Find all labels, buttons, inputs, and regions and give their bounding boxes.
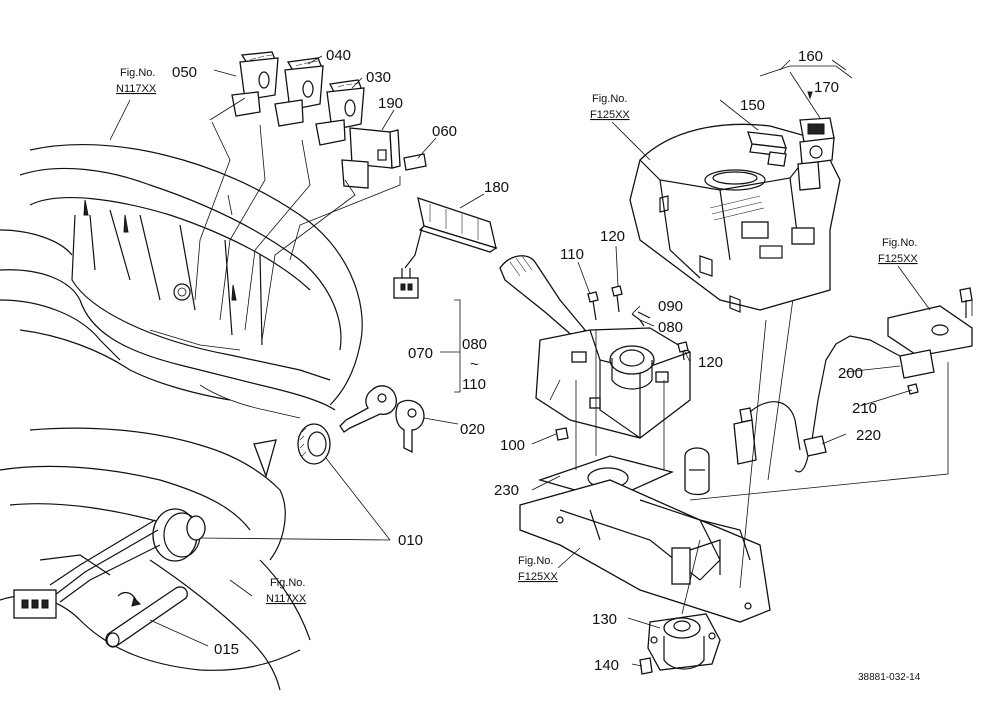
fig-ref-panel-top: N117XX <box>116 83 157 95</box>
label-010: 010 <box>398 532 423 549</box>
label-100: 100 <box>500 437 525 454</box>
wire-bracket-200 <box>794 287 973 473</box>
label-070: 070 <box>408 345 433 362</box>
screws-110-120 <box>555 285 689 441</box>
switch-170 <box>797 91 835 191</box>
drawing-code: 38881-032-14 <box>858 672 921 683</box>
label-180: 180 <box>484 179 509 196</box>
switch-190 <box>341 127 401 189</box>
switch-socket <box>684 447 710 496</box>
switch-050 <box>231 51 279 117</box>
label-090: 090 <box>658 298 683 315</box>
label-range-separator: ~ <box>470 356 479 373</box>
label-050: 050 <box>172 64 197 81</box>
fig-label-cover: Fig.No. <box>592 93 627 105</box>
label-120-top: 120 <box>600 228 625 245</box>
label-200: 200 <box>838 365 863 382</box>
label-110-top: 110 <box>560 246 584 263</box>
fig-ref-frame: F125XX <box>518 571 558 583</box>
assembly-lines-upper <box>194 97 401 341</box>
base-frame <box>519 479 771 623</box>
lever-assembly <box>499 255 691 439</box>
part-labels: 050 040 030 190 060 180 020 010 015 110 … <box>172 47 881 674</box>
callout-leaders <box>109 55 931 667</box>
label-150: 150 <box>740 97 765 114</box>
fig-label-lower-left: Fig.No. <box>270 577 305 589</box>
dashboard-panel <box>0 144 363 419</box>
clip-060 <box>403 153 427 171</box>
fig-ref-right: F125XX <box>878 253 918 265</box>
label-080-range: 080 <box>462 336 487 353</box>
switch-030 <box>315 79 365 146</box>
keys-020 <box>339 385 425 454</box>
ignition-switch <box>13 508 206 619</box>
label-230: 230 <box>494 482 519 499</box>
label-210: 210 <box>852 400 877 417</box>
plug-150 <box>747 131 787 167</box>
fig-ref-lower-left: N117XX <box>266 593 307 605</box>
label-160: 160 <box>798 48 823 65</box>
plug-connector <box>733 401 801 465</box>
fig-label-frame: Fig.No. <box>518 555 553 567</box>
label-190: 190 <box>378 95 403 112</box>
fig-ref-cover: F125XX <box>590 109 630 121</box>
label-130: 130 <box>592 611 617 628</box>
fig-label-right: Fig.No. <box>882 237 917 249</box>
fig-label-panel-top: Fig.No. <box>120 67 155 79</box>
label-110-range: 110 <box>462 376 486 393</box>
nut-010 <box>297 423 331 465</box>
bearing-130 <box>639 539 721 675</box>
label-140: 140 <box>594 657 619 674</box>
label-120-mid: 120 <box>698 354 723 371</box>
label-080-right: 080 <box>658 319 683 336</box>
label-040: 040 <box>326 47 351 64</box>
label-020: 020 <box>460 421 485 438</box>
label-170: 170 <box>814 79 839 96</box>
label-030: 030 <box>366 69 391 86</box>
meter-180 <box>393 197 498 299</box>
tube-015 <box>105 586 188 648</box>
label-220: 220 <box>856 427 881 444</box>
figure-references: Fig.No. N117XX Fig.No. F125XX Fig.No. F1… <box>116 67 918 605</box>
switch-040 <box>274 57 324 127</box>
label-015: 015 <box>214 641 239 658</box>
lower-panel <box>0 427 311 691</box>
label-060: 060 <box>432 123 457 140</box>
